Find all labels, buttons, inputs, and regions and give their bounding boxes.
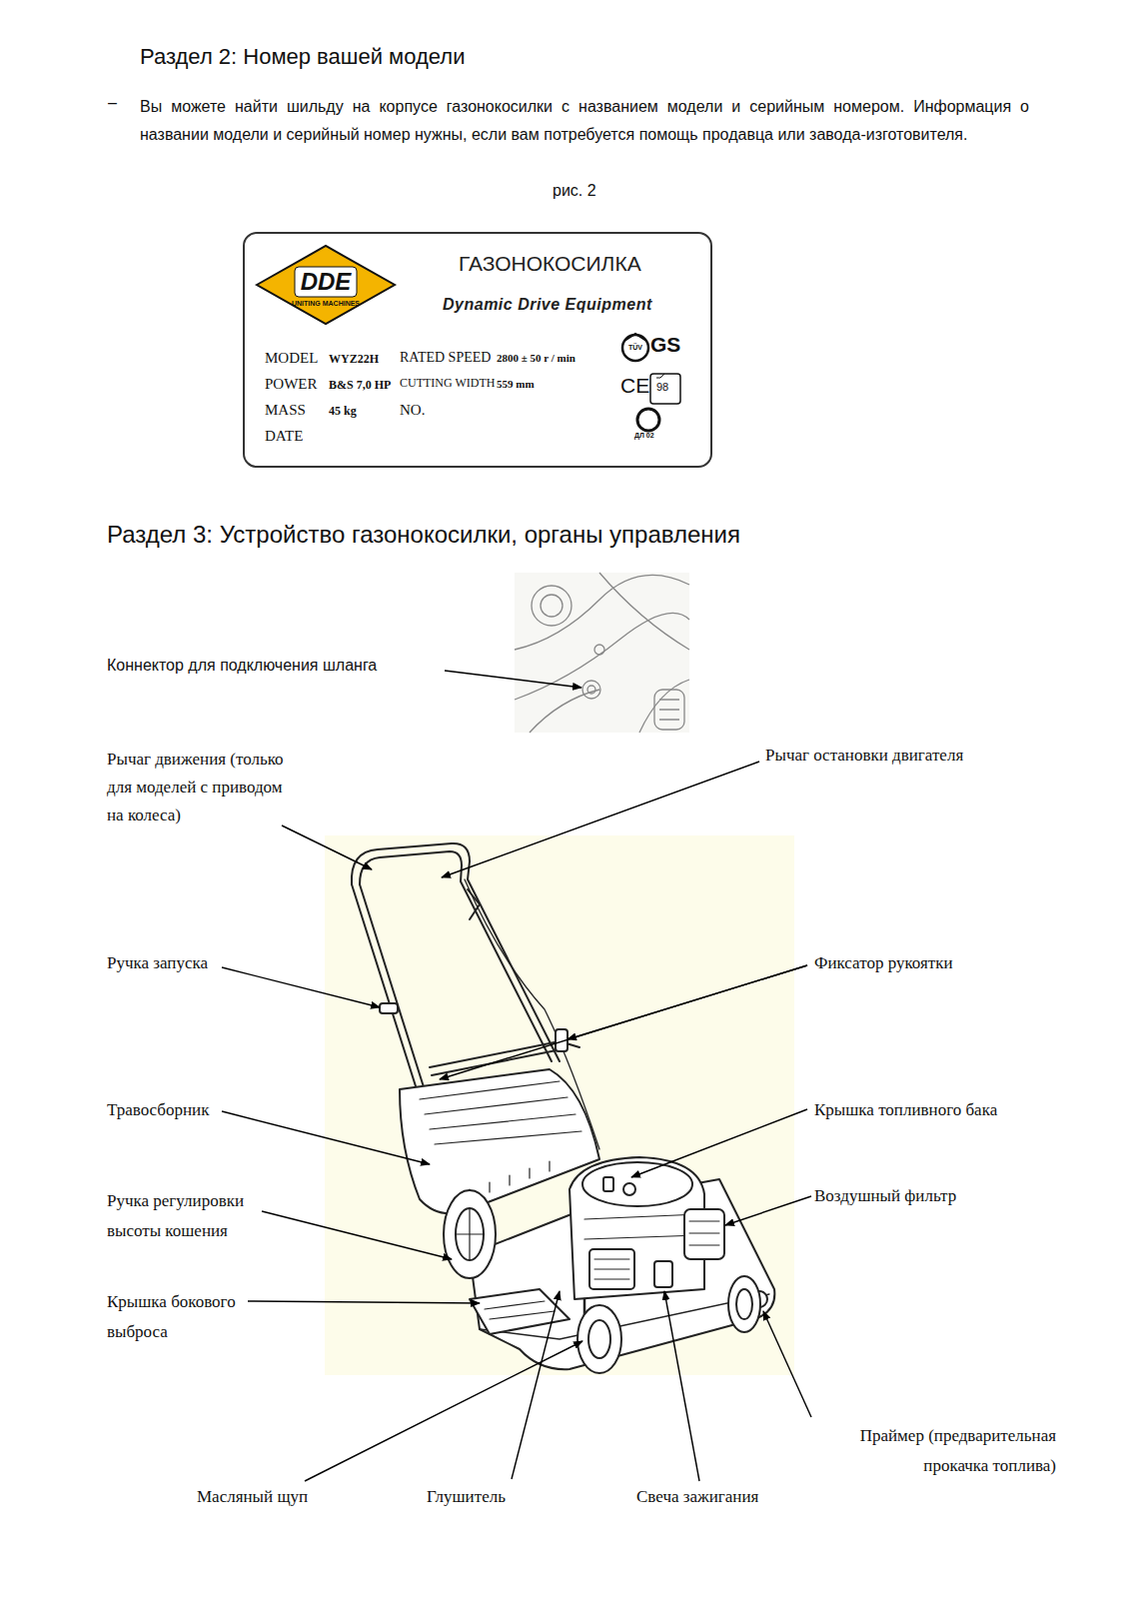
- field-value: B&S 7,0 HP: [328, 377, 391, 393]
- plate-heading: ГАЗОНОКОСИЛКА: [458, 251, 642, 276]
- part-label: Рычаг остановки двигателя: [765, 745, 964, 766]
- paragraph: Вы можете найти шильду на корпусе газоно…: [139, 92, 1030, 149]
- section-heading: Раздел 3: Устройство газонокосилки, орга…: [106, 520, 741, 549]
- nameplate: ГАЗОНОКОСИЛКА Dynamic Drive EquipmentMODE…: [242, 231, 713, 468]
- connector-detail: [514, 572, 690, 733]
- part-label: Воздушный фильтр: [814, 1185, 957, 1206]
- part-label: Ручка регулировки высоты кошения: [106, 1185, 275, 1246]
- mark-text: GS: [650, 332, 681, 357]
- part-label: Масляный щуп: [196, 1486, 308, 1507]
- field-value: 45 kg: [328, 403, 357, 419]
- field-value: WYZ22H: [328, 351, 379, 367]
- part-label: Праймер (предварительная прокачка топлив…: [814, 1420, 1057, 1481]
- mark-text: TÜV: [622, 343, 649, 351]
- brand-logo: DDE UNITING MACHINES: [252, 243, 405, 326]
- field-value: 2800 ± 50 r / min: [496, 351, 576, 364]
- field-name: MODEL: [264, 349, 318, 367]
- field-name: RATED SPEED: [399, 349, 491, 366]
- field-name: DATE: [264, 427, 303, 445]
- figure-caption: рис. 2: [552, 181, 597, 200]
- part-label: Фиксатор рукоятки: [814, 953, 954, 974]
- logo-text: UNITING MACHINES: [252, 299, 399, 307]
- field-name: MASS: [264, 401, 306, 419]
- part-label: Травосборник: [106, 1100, 209, 1121]
- logo-text: DDE: [252, 267, 399, 296]
- section-heading: Раздел 2: Номер вашей модели: [139, 43, 465, 70]
- field-name: CUTTING WIDTH: [399, 375, 495, 391]
- part-label: Коннектор для подключения шланга: [106, 656, 377, 675]
- field-name: NO.: [399, 401, 425, 419]
- field-name: POWER: [264, 375, 318, 393]
- part-label: Рычаг движения (только для моделей с при…: [106, 745, 285, 830]
- part-label: Ручка запуска: [106, 953, 208, 974]
- part-label: Глушитель: [426, 1486, 506, 1507]
- part-label: Крышка бокового выброса: [106, 1286, 257, 1347]
- part-label: Свеча зажигания: [636, 1486, 759, 1507]
- bullet-dash: –: [107, 93, 117, 112]
- part-label: Крышка топливного бака: [814, 1100, 998, 1121]
- brand-name: Dynamic Drive Equipment: [442, 295, 653, 314]
- field-value: 559 mm: [496, 377, 535, 390]
- mark-text: CE: [620, 373, 650, 398]
- mark-text: 98: [656, 380, 669, 393]
- mark-text: ДЛ 02: [634, 431, 655, 439]
- leader-lines: [221, 670, 812, 1481]
- lawnmower-drawing: [324, 835, 795, 1375]
